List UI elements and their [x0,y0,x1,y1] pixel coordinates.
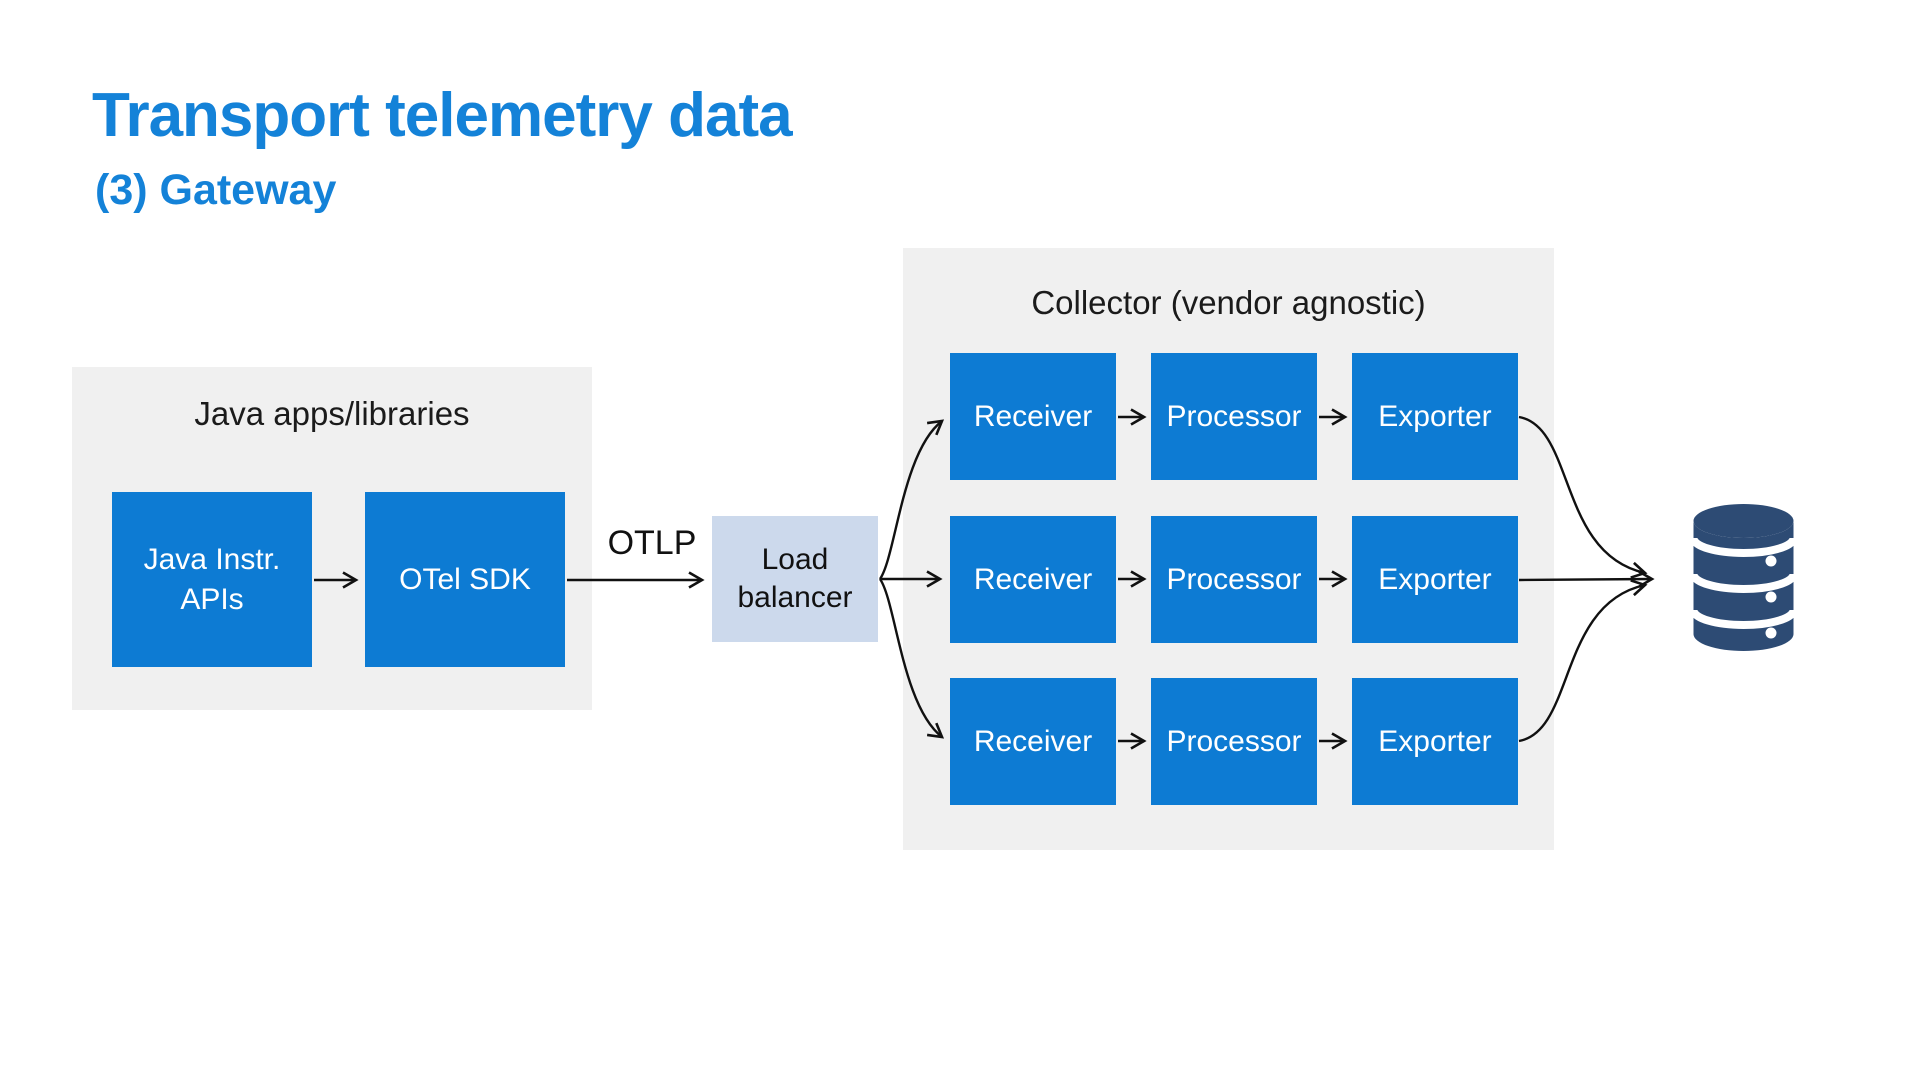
processor-label: Processor [1166,562,1302,596]
receiver-node-2: Receiver [950,516,1116,643]
java-instr-apis-node: Java Instr. APIs [112,492,312,667]
exporter-node-2: Exporter [1352,516,1518,643]
exporter-label: Exporter [1378,724,1492,758]
exporter-node-1: Exporter [1352,353,1518,480]
receiver-node-3: Receiver [950,678,1116,805]
load-balancer-line2: balancer [737,581,853,614]
exporter-label: Exporter [1378,399,1492,433]
receiver-label: Receiver [973,562,1093,596]
load-balancer-line1: Load [761,543,829,576]
otel-sdk-node: OTel SDK [365,492,565,667]
processor-node-2: Processor [1151,516,1317,643]
receiver-node-1: Receiver [950,353,1116,480]
load-balancer-node: Load balancer [712,516,878,642]
receiver-label: Receiver [973,724,1093,758]
receiver-label: Receiver [973,399,1093,433]
processor-node-1: Processor [1151,353,1317,480]
collector-panel-label: Collector (vendor agnostic) [1031,284,1426,321]
exporter-node-3: Exporter [1352,678,1518,805]
java-instr-apis-line1: Java Instr. [143,542,281,576]
java-apps-panel-label: Java apps/libraries [194,395,470,432]
database-icon [1690,504,1797,651]
exporter-label: Exporter [1378,562,1492,596]
otel-sdk-label: OTel SDK [399,562,531,596]
page-subtitle: (3) Gateway [95,166,337,214]
java-instr-apis-line2: APIs [180,582,244,616]
otlp-protocol-label: OTLP [607,524,697,562]
page-title: Transport telemetry data [92,81,793,150]
processor-label: Processor [1166,724,1302,758]
processor-label: Processor [1166,399,1302,433]
processor-node-3: Processor [1151,678,1317,805]
